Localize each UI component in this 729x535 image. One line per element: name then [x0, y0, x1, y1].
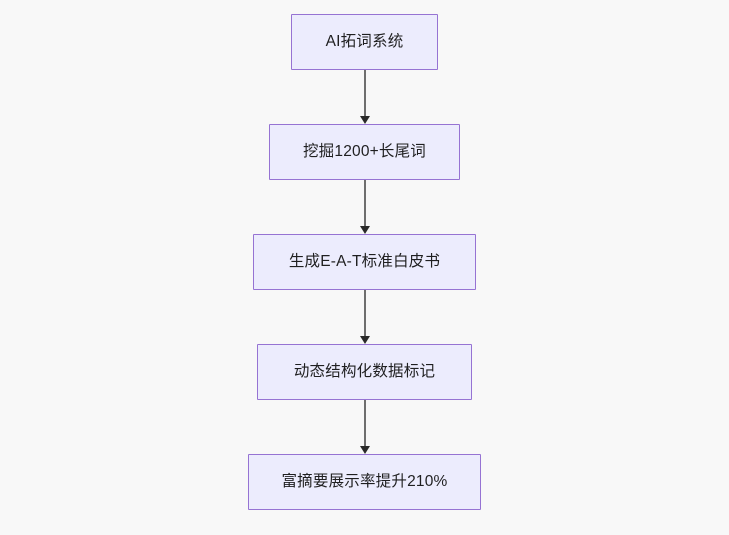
flow-edge-n1-n2: [358, 70, 372, 124]
flow-edge-n4-n5: [358, 400, 372, 454]
flow-node-label: 生成E-A-T标准白皮书: [288, 252, 441, 270]
flow-node-label: 挖掘1200+长尾词: [302, 142, 427, 160]
flow-edge-n3-n4: [358, 290, 372, 344]
arrow-down-icon: [359, 116, 370, 124]
arrow-down-icon: [359, 446, 370, 454]
edge-line: [363, 290, 366, 337]
flow-node-label: 动态结构化数据标记: [293, 362, 436, 380]
flow-node-label: 富摘要展示率提升210%: [281, 472, 448, 490]
flow-edge-n2-n3: [358, 180, 372, 234]
flow-node-dynamic-structured-data-markup[interactable]: 动态结构化数据标记: [257, 344, 472, 400]
arrow-down-icon: [359, 336, 370, 344]
edge-line: [363, 70, 366, 117]
flow-node-label: AI拓词系统: [325, 32, 404, 50]
flow-node-generate-eat-whitepaper[interactable]: 生成E-A-T标准白皮书: [253, 234, 476, 290]
flow-node-mine-longtail-keywords[interactable]: 挖掘1200+长尾词: [269, 124, 460, 180]
arrow-down-icon: [359, 226, 370, 234]
flow-node-ai-keyword-system[interactable]: AI拓词系统: [291, 14, 438, 70]
edge-line: [363, 180, 366, 227]
flow-node-rich-snippet-impression-lift[interactable]: 富摘要展示率提升210%: [248, 454, 481, 510]
edge-line: [363, 400, 366, 447]
